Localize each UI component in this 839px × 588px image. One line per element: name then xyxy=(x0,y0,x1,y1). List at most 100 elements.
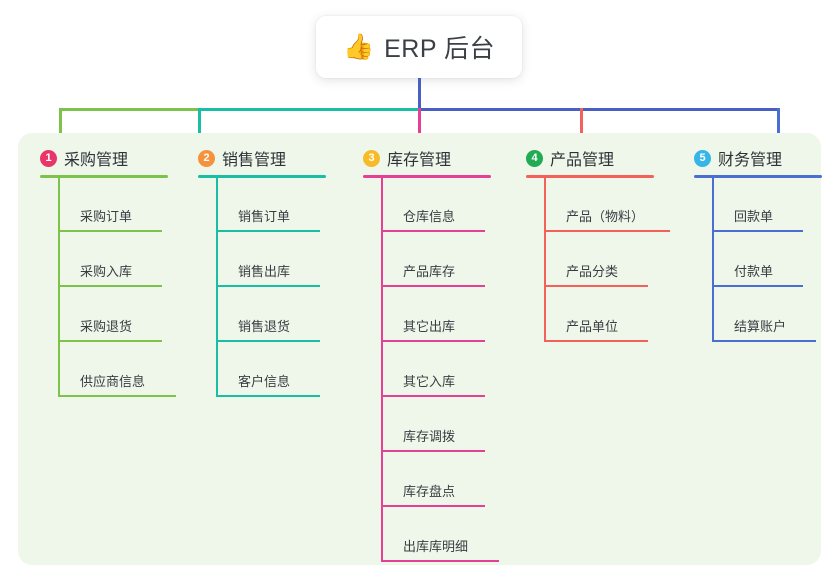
list-item[interactable]: 采购订单 xyxy=(58,206,170,232)
drop-stub-col-3 xyxy=(418,108,421,148)
drop-stub-col-1 xyxy=(59,108,62,148)
column-spine-1 xyxy=(58,178,60,396)
item-underline xyxy=(712,340,816,342)
column-rule-5 xyxy=(694,175,822,178)
list-item[interactable]: 产品库存 xyxy=(381,261,493,287)
item-label: 产品分类 xyxy=(566,264,619,279)
item-underline xyxy=(381,230,485,232)
item-label: 产品（物料） xyxy=(566,209,645,224)
column-spine-4 xyxy=(544,178,546,341)
bus-segment-3 xyxy=(418,108,702,111)
item-underline xyxy=(216,230,320,232)
list-item[interactable]: 销售订单 xyxy=(216,206,328,232)
item-underline xyxy=(544,285,648,287)
item-label: 客户信息 xyxy=(238,374,291,389)
item-underline xyxy=(381,340,485,342)
item-label: 产品单位 xyxy=(566,319,619,334)
list-item[interactable]: 库存调拨 xyxy=(381,426,493,452)
column-spine-3 xyxy=(381,178,383,561)
column-title-purchasing: 采购管理 xyxy=(64,152,129,169)
item-label: 销售退货 xyxy=(238,319,291,334)
column-badge-2: 2 xyxy=(198,149,215,167)
item-label: 出库库明细 xyxy=(403,539,469,554)
column-rule-1 xyxy=(40,175,168,178)
list-item[interactable]: 产品单位 xyxy=(544,316,656,342)
drop-stub-col-5 xyxy=(777,108,780,148)
item-label: 采购入库 xyxy=(80,264,133,279)
column-badge-3: 3 xyxy=(363,149,380,167)
list-item[interactable]: 销售退货 xyxy=(216,316,328,342)
list-item[interactable]: 供应商信息 xyxy=(58,371,184,397)
item-underline xyxy=(216,395,320,397)
item-underline xyxy=(58,395,176,397)
item-label: 采购订单 xyxy=(80,209,133,224)
list-item[interactable]: 付款单 xyxy=(712,261,811,287)
list-item[interactable]: 其它入库 xyxy=(381,371,493,397)
item-label: 付款单 xyxy=(734,264,774,279)
item-underline xyxy=(381,285,485,287)
list-item[interactable]: 其它出库 xyxy=(381,316,493,342)
column-badge-5: 5 xyxy=(694,149,711,167)
item-label: 产品库存 xyxy=(403,264,456,279)
item-underline xyxy=(381,450,485,452)
bus-segment-4 xyxy=(700,108,780,111)
item-underline xyxy=(58,285,162,287)
list-item[interactable]: 采购退货 xyxy=(58,316,170,342)
item-label: 库存调拨 xyxy=(403,429,456,444)
column-title-product: 产品管理 xyxy=(550,152,615,169)
column-header-purchasing[interactable]: 1 采购管理 xyxy=(40,143,128,173)
bus-segment-1 xyxy=(59,108,200,111)
item-label: 销售订单 xyxy=(238,209,291,224)
bus-segment-2 xyxy=(198,108,420,111)
list-item[interactable]: 采购入库 xyxy=(58,261,170,287)
column-title-inventory: 库存管理 xyxy=(387,152,452,169)
item-label: 结算账户 xyxy=(734,319,787,334)
column-rule-2 xyxy=(198,175,326,178)
item-label: 回款单 xyxy=(734,209,774,224)
item-label: 供应商信息 xyxy=(80,374,146,389)
list-item[interactable]: 产品（物料） xyxy=(544,206,678,232)
column-rule-3 xyxy=(363,175,491,178)
item-underline xyxy=(216,340,320,342)
column-spine-2 xyxy=(216,178,218,396)
drop-stub-col-4 xyxy=(580,108,583,148)
item-label: 销售出库 xyxy=(238,264,291,279)
column-header-product[interactable]: 4 产品管理 xyxy=(526,143,614,173)
list-item[interactable]: 出库库明细 xyxy=(381,536,507,562)
column-badge-4: 4 xyxy=(526,149,543,167)
item-underline xyxy=(58,230,162,232)
column-header-inventory[interactable]: 3 库存管理 xyxy=(363,143,451,173)
mindmap-panel: 1 采购管理 采购订单 采购入库 采购退货 供应商 xyxy=(18,133,824,565)
item-underline xyxy=(381,560,499,562)
drop-stub-col-2 xyxy=(198,108,201,148)
item-underline xyxy=(544,230,670,232)
item-label: 仓库信息 xyxy=(403,209,456,224)
list-item[interactable]: 结算账户 xyxy=(712,316,824,342)
root-node-card[interactable]: 👍 ERP 后台 xyxy=(316,16,522,78)
list-item[interactable]: 回款单 xyxy=(712,206,811,232)
column-title-finance: 财务管理 xyxy=(718,152,783,169)
list-item[interactable]: 销售出库 xyxy=(216,261,328,287)
list-item[interactable]: 产品分类 xyxy=(544,261,656,287)
item-label: 其它出库 xyxy=(403,319,456,334)
item-label: 采购退货 xyxy=(80,319,133,334)
thumbs-up-icon: 👍 xyxy=(342,32,375,61)
item-underline xyxy=(381,395,485,397)
list-item[interactable]: 客户信息 xyxy=(216,371,328,397)
root-node-title: ERP 后台 xyxy=(384,35,496,63)
item-label: 库存盘点 xyxy=(403,484,456,499)
column-title-sales: 销售管理 xyxy=(222,152,287,169)
item-underline xyxy=(58,340,162,342)
item-underline xyxy=(216,285,320,287)
list-item[interactable]: 库存盘点 xyxy=(381,481,493,507)
item-underline xyxy=(712,285,803,287)
item-label: 其它入库 xyxy=(403,374,456,389)
item-underline xyxy=(712,230,803,232)
column-header-sales[interactable]: 2 销售管理 xyxy=(198,143,286,173)
list-item[interactable]: 仓库信息 xyxy=(381,206,493,232)
item-underline xyxy=(381,505,485,507)
column-badge-1: 1 xyxy=(40,149,57,167)
column-header-finance[interactable]: 5 财务管理 xyxy=(694,143,782,173)
column-spine-5 xyxy=(712,178,714,341)
